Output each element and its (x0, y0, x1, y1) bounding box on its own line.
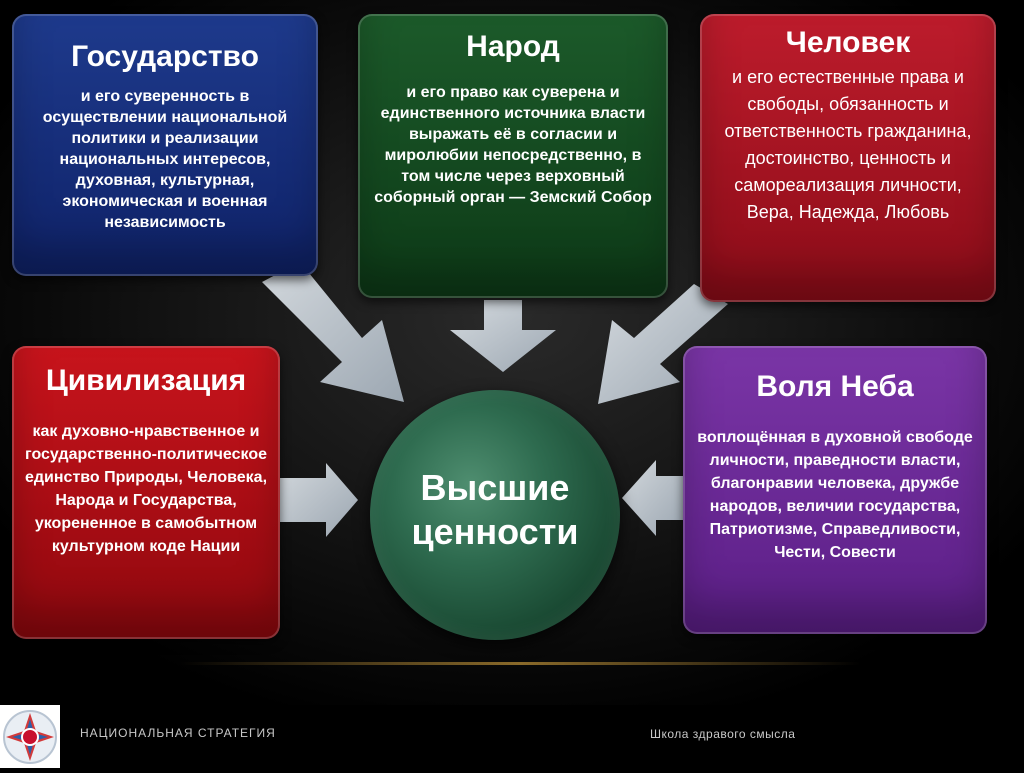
arrow-icon (622, 460, 684, 536)
people-card: Народ и его право как суверена и единств… (358, 14, 668, 298)
footer-presentation-title: НАЦИОНАЛЬНАЯ СТРАТЕГИЯ (80, 726, 276, 740)
arrow-icon (280, 463, 358, 537)
arrow-icon (450, 300, 556, 372)
central-values-line2: ценности (411, 511, 579, 552)
will-of-heaven-text: воплощённая в духовной свободе личности,… (697, 429, 973, 561)
people-text: и его право как суверена и единственного… (374, 84, 652, 206)
footer-bar (0, 705, 1024, 768)
civilization-card: Цивилизация как духовно-нравственное и г… (12, 346, 280, 639)
state-title: Государство (71, 40, 259, 73)
people-title: Народ (466, 30, 560, 63)
central-values-label: Высшие ценности (370, 466, 620, 554)
footer-organization: Школа здравого смысла (650, 727, 796, 741)
state-text: и его суверенность в осуществлении нацио… (42, 88, 288, 231)
arrow-icon (262, 262, 404, 402)
central-values-circle: Высшие ценности (370, 390, 620, 640)
will-of-heaven-card: Воля Неба воплощённая в духовной свободе… (683, 346, 987, 634)
emblem-logo (0, 705, 60, 768)
will-of-heaven-title: Воля Неба (756, 370, 914, 403)
central-values-line1: Высшие (420, 467, 570, 508)
emblem-logo-icon (3, 710, 57, 764)
person-card: Человек и его естественные права и свобо… (700, 14, 996, 302)
person-text: и его естественные права и свободы, обяз… (724, 67, 972, 222)
state-card: Государство и его суверенность в осущест… (12, 14, 318, 276)
arrow-icon (598, 284, 728, 404)
civilization-text: как духовно-нравственное и государственн… (24, 423, 268, 555)
person-title: Человек (785, 26, 911, 59)
divider (180, 662, 860, 665)
civilization-title: Цивилизация (45, 364, 247, 397)
